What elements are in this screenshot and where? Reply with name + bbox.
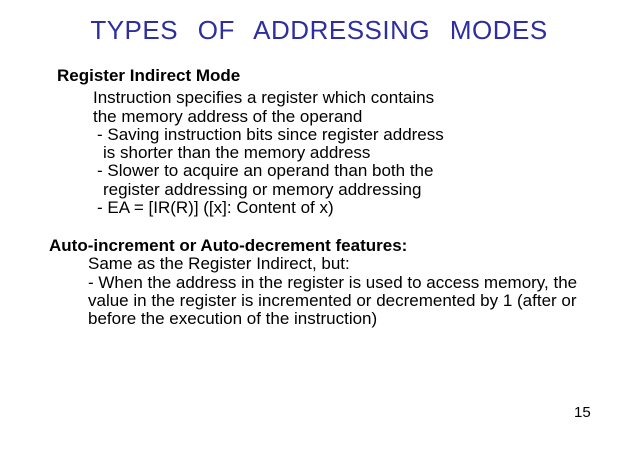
block-heading: Auto-increment or Auto-decrement feature… <box>49 236 408 255</box>
bullet-line: - Slower to acquire an operand than both… <box>97 161 434 181</box>
bullet-line: the memory address of the operand <box>93 106 363 126</box>
page-number: 15 <box>574 404 591 421</box>
bullet-line: Same as the Register Indirect, but: <box>88 254 350 274</box>
bullet-line: Instruction specifies a register which c… <box>93 88 435 108</box>
register-indirect-block: Register Indirect Mode Instruction speci… <box>0 66 638 218</box>
bullet-line: value in the register is incremented or … <box>88 290 577 310</box>
bullet-line: - When the address in the register is us… <box>88 272 578 292</box>
bullet-line: - EA = [IR(R)] ([x]: Content of x) <box>97 198 334 218</box>
bullet-line: register addressing or memory addressing <box>103 179 422 199</box>
bullet-line: - Saving instruction bits since register… <box>97 124 444 144</box>
block-heading: Register Indirect Mode <box>57 66 241 85</box>
slide-title: TYPES OF ADDRESSING MODES <box>90 15 548 45</box>
bullet-line: is shorter than the memory address <box>103 143 371 163</box>
bullet-line: before the execution of the instruction) <box>88 309 378 329</box>
auto-increment-block: Auto-increment or Auto-decrement feature… <box>0 236 638 329</box>
